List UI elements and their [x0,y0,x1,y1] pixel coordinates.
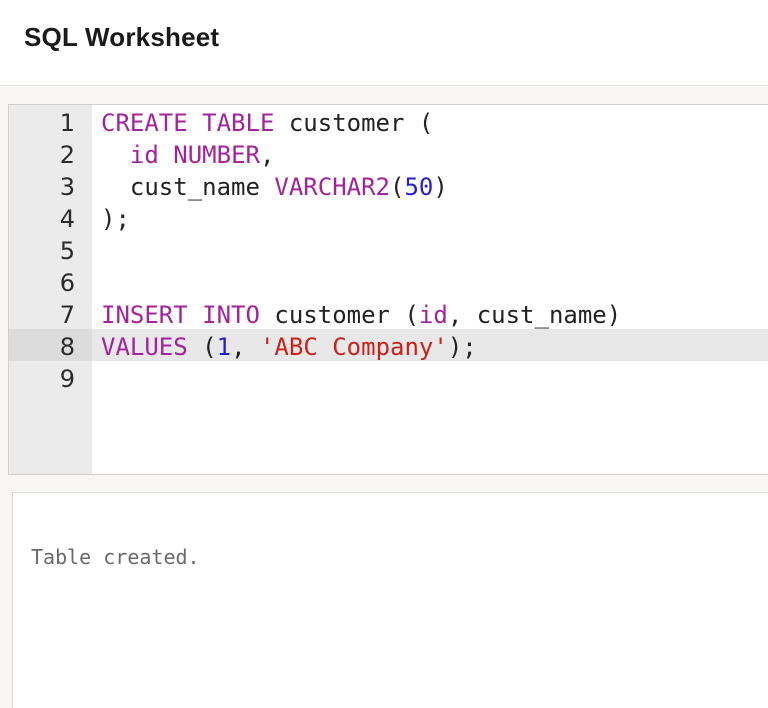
page-header: SQL Worksheet [0,0,768,86]
output-panel: Table created. [12,492,768,708]
code-token-string: 'ABC Company' [259,333,448,361]
code-line[interactable] [101,235,621,267]
line-number: 4 [59,205,75,233]
code-line[interactable]: VALUES (1, 'ABC Company'); [101,331,621,363]
line-number: 1 [59,109,75,137]
code-token-number: 1 [216,333,232,361]
line-number: 6 [59,269,75,297]
code-token-keyword: id [129,141,159,169]
line-number: 8 [59,333,75,361]
code-token-text: ( [187,333,217,361]
code-token-text: customer ( [259,301,419,329]
page-title: SQL Worksheet [24,22,220,52]
code-line[interactable]: id NUMBER, [101,139,621,171]
code-token-text: ); [101,205,130,233]
code-token-keyword: CREATE [101,109,188,137]
code-line[interactable] [101,267,621,299]
sql-code-editor[interactable]: 1 2 3 4 5 6 7 8 9 CREATE TABLE customer ( id NUM… [8,104,768,475]
code-token-keyword: VALUES [101,333,188,361]
line-number: 7 [59,301,75,329]
code-text[interactable]: CREATE TABLE customer ( id NUMBER, cust_… [101,107,621,395]
code-token-keyword: INTO [202,301,260,329]
code-token-text: , [231,333,260,361]
code-token-text: ); [447,333,477,361]
code-token-keyword: TABLE [202,109,275,137]
code-token-text: , [259,141,275,169]
code-token-text: customer ( [274,109,434,137]
code-token-keyword: NUMBER [173,141,260,169]
code-token-text [101,141,130,169]
active-gutter-highlight [9,329,92,361]
line-number: 3 [59,173,75,201]
code-token-keyword: VARCHAR2 [274,173,390,201]
line-number: 9 [59,365,75,393]
code-token-text: cust_name [101,173,275,201]
code-line[interactable]: CREATE TABLE customer ( [101,107,621,139]
line-number: 2 [59,141,75,169]
line-number-gutter [9,105,92,474]
active-line-highlight [9,329,768,361]
code-token-text: ) [433,173,448,201]
line-number: 5 [59,237,75,265]
code-token-text [159,141,173,169]
code-token-keyword: id [418,301,448,329]
line-numbers: 1 2 3 4 5 6 7 8 9 [9,107,75,395]
code-token-text [188,109,202,137]
code-line[interactable]: cust_name VARCHAR2(50) [101,171,621,203]
code-token-number: 50 [404,173,434,201]
code-line[interactable]: ); [101,203,621,235]
output-message: Table created. [31,545,200,569]
code-line[interactable]: INSERT INTO customer (id, cust_name) [101,299,621,331]
code-token-text [188,301,202,329]
code-token-text: , cust_name) [447,301,622,329]
code-token-keyword: INSERT [101,301,188,329]
code-token-text: ( [389,173,405,201]
code-line[interactable] [101,363,621,395]
